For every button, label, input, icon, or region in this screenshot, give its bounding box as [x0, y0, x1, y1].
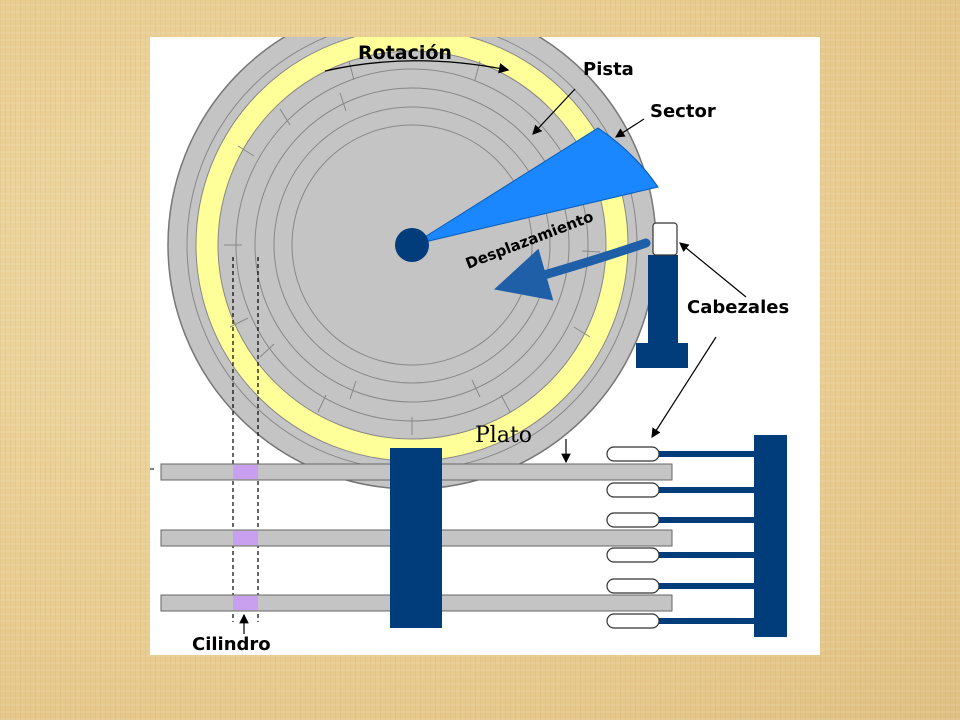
label-plato: Plato [475, 423, 532, 448]
sector-pointer [614, 118, 645, 138]
hard-disk-diagram: Rotación Pista Sector Desplazamiento Cab… [150, 37, 789, 655]
label-rotacion: Rotación [358, 42, 452, 64]
read-head-top [652, 222, 678, 256]
label-sector: Sector [650, 101, 716, 122]
head-side-3 [606, 512, 660, 528]
arm-base [636, 343, 688, 368]
desplazamiento-arrow [494, 238, 651, 301]
head-side-6 [606, 613, 660, 629]
spindle-side [390, 448, 442, 628]
cylinder-cell-3 [233, 596, 258, 610]
diagram-panel: Rotación Pista Sector Desplazamiento Cab… [150, 37, 820, 655]
platter-top-view [167, 37, 659, 490]
label-cabezales: Cabezales [687, 297, 789, 318]
cylinder-cell-2 [233, 531, 258, 545]
head-side-1 [606, 446, 660, 462]
spindle-hub [395, 228, 429, 262]
actuator-side [658, 435, 787, 637]
rotation-arrow [324, 60, 510, 74]
head-side-4 [606, 547, 660, 563]
arm-shaft [648, 255, 678, 347]
actuator-column [754, 435, 787, 637]
cylinder-guides [232, 257, 259, 622]
cylinder-cell-1 [233, 465, 258, 479]
head-side-5 [606, 578, 660, 594]
label-cilindro: Cilindro [192, 634, 271, 655]
heads-side [606, 446, 660, 629]
pista-pointer [532, 88, 576, 135]
cabezales-pointer-side [651, 336, 717, 439]
head-side-2 [606, 482, 660, 498]
sector-divisions [224, 60, 601, 435]
label-pista: Pista [583, 59, 634, 80]
cabezales-pointer-top [679, 242, 747, 298]
head-arm-top [636, 222, 688, 368]
